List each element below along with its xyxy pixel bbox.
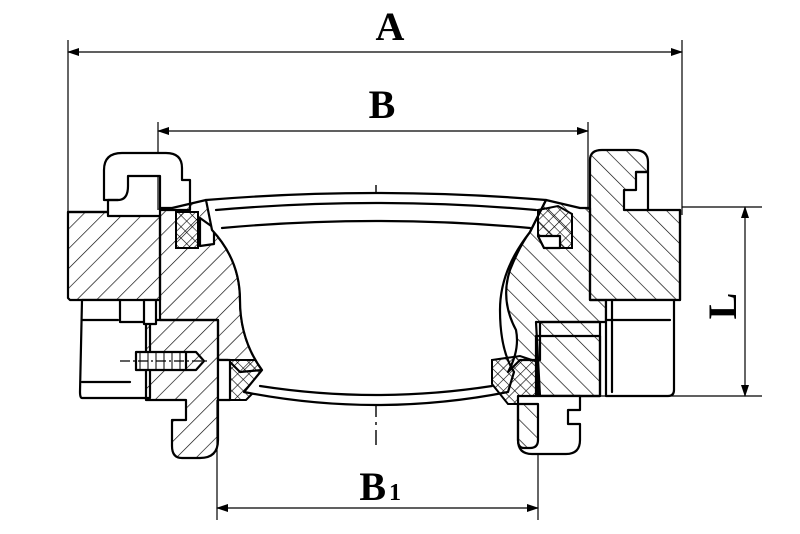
dimension-b-label: B [369, 82, 396, 127]
dimension-b1: B 1 [216, 400, 539, 520]
center-bore [204, 191, 548, 407]
left-bottom-claw [120, 298, 220, 460]
dimension-a-label: A [376, 4, 405, 49]
dimension-a: A [67, 4, 683, 215]
left-flange-outline [66, 198, 120, 214]
dimension-b: B [157, 82, 589, 210]
dimension-b1-subscript: 1 [389, 480, 401, 506]
dimension-b1-label: B [359, 464, 386, 509]
left-coupling-body [66, 151, 192, 400]
left-inner-hub [158, 198, 270, 402]
right-coupling-body [588, 148, 682, 398]
dimension-l-label: L [700, 293, 745, 320]
right-bottom-claw [516, 320, 602, 456]
